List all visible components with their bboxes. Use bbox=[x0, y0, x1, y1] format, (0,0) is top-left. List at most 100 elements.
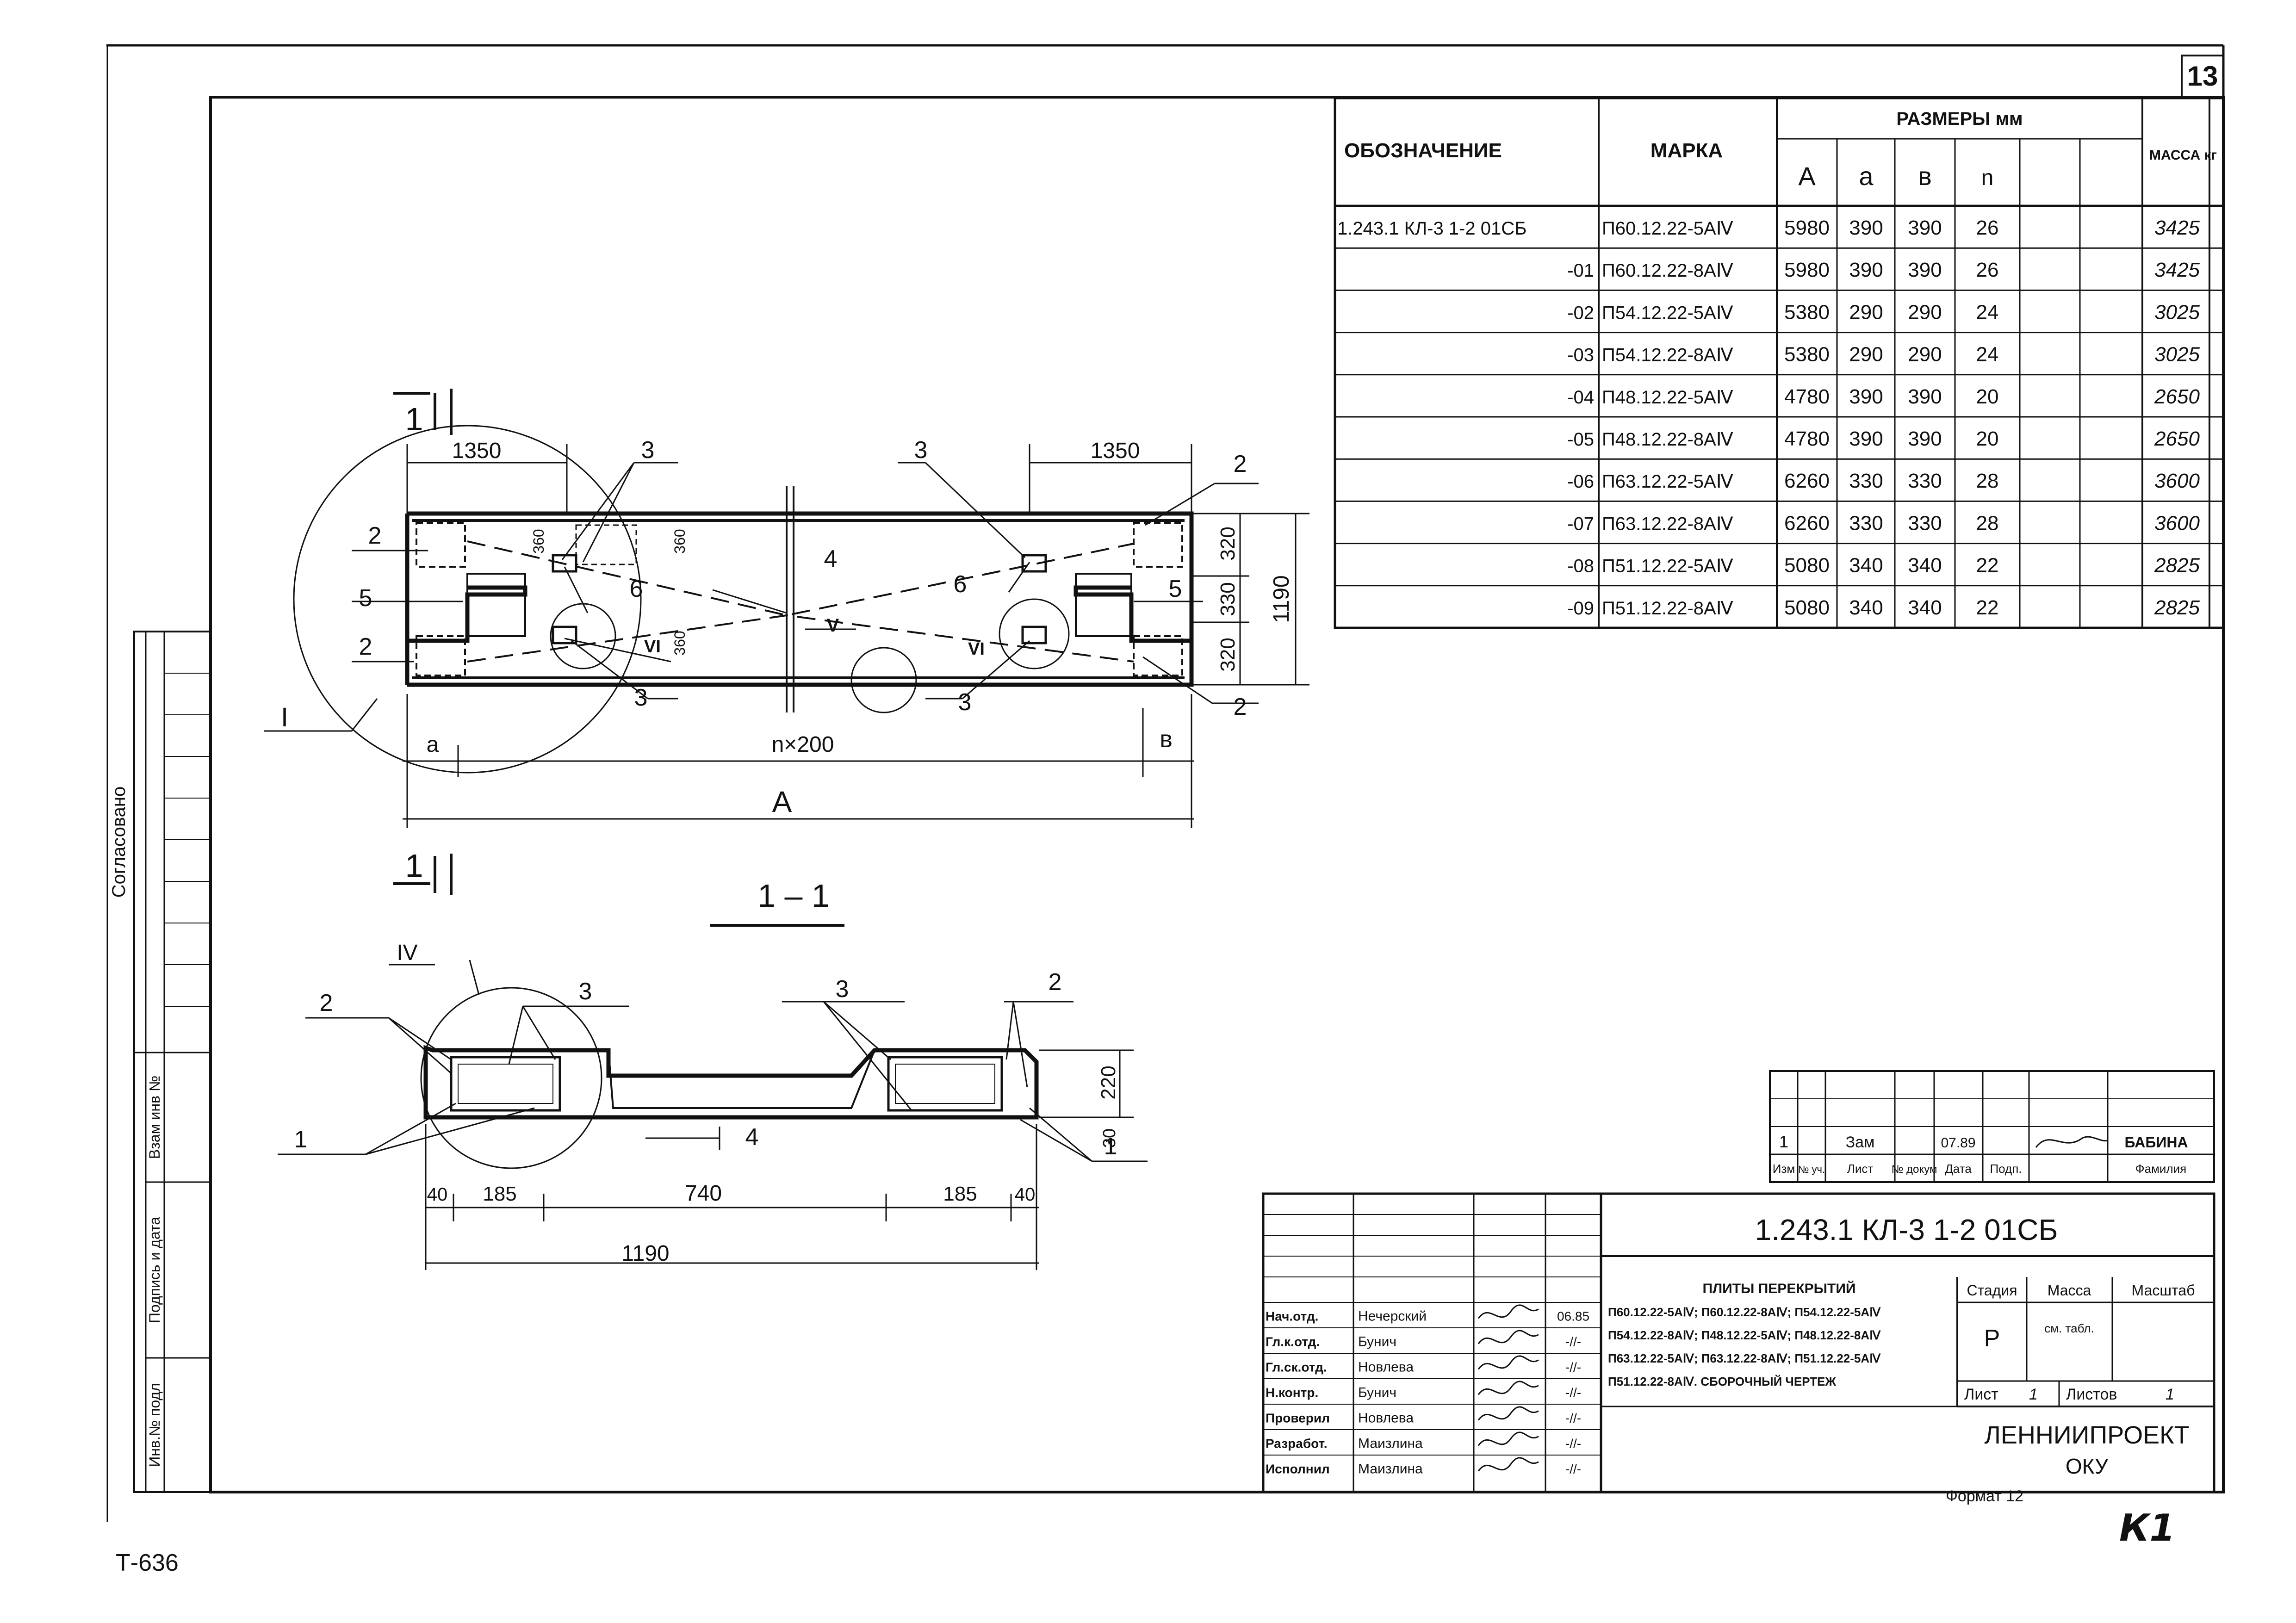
dim-30: 30 bbox=[1100, 1128, 1119, 1148]
node-label-4: IV bbox=[397, 941, 417, 965]
table-cell-designation: -03 bbox=[1567, 345, 1594, 365]
table-cell-n: 24 bbox=[1976, 343, 1999, 366]
table-cell-n: 22 bbox=[1976, 596, 1999, 619]
callout-4-section: 4 bbox=[745, 1124, 759, 1151]
table-cell-b: 330 bbox=[1908, 470, 1942, 492]
person-role: Исполнил bbox=[1266, 1462, 1330, 1476]
revision-no: 1 bbox=[1779, 1132, 1788, 1151]
table-cell-mark: П48.12.22-5АⅣ bbox=[1602, 387, 1733, 408]
table-cell-b: 390 bbox=[1908, 385, 1942, 408]
callout-3-bottom-right: 3 bbox=[958, 689, 972, 716]
header-sizes: РАЗМЕРЫ мм bbox=[1896, 109, 2023, 129]
table-cell-a: 390 bbox=[1849, 259, 1883, 281]
callout-3-section-right: 3 bbox=[836, 976, 849, 1003]
dim-A: А bbox=[772, 785, 792, 818]
footer-left: Т-636 bbox=[116, 1549, 179, 1576]
dim-220: 220 bbox=[1097, 1065, 1120, 1099]
header-mark: МАРКА bbox=[1651, 139, 1723, 162]
table-cell-designation: -09 bbox=[1567, 598, 1594, 619]
sheet-value: 1 bbox=[2029, 1386, 2038, 1403]
section-title: 1 – 1 bbox=[757, 878, 830, 914]
table-cell-A: 5080 bbox=[1784, 596, 1830, 619]
person-date: 06.85 bbox=[1557, 1309, 1589, 1324]
person-role: Разработ. bbox=[1266, 1437, 1328, 1451]
table-cell-mark: П51.12.22-8АⅣ bbox=[1602, 598, 1733, 619]
person-name: Маизлина bbox=[1358, 1436, 1423, 1451]
agreed-label: Согласовано bbox=[109, 787, 129, 898]
callout-4-plan: 4 bbox=[824, 545, 838, 572]
person-date: -//- bbox=[1565, 1360, 1581, 1375]
signature-mark bbox=[1477, 1330, 1539, 1344]
header-A: А bbox=[1798, 161, 1816, 191]
table-cell-mass: 2650 bbox=[2154, 427, 2200, 450]
person-role: Гл.ск.отд. bbox=[1266, 1360, 1327, 1375]
table-cell-designation: -01 bbox=[1567, 260, 1594, 281]
scale-label: Масштаб bbox=[2132, 1282, 2195, 1299]
header-a: а bbox=[1859, 161, 1874, 191]
table-cell-designation: -05 bbox=[1567, 429, 1594, 450]
callout-5-left: 5 bbox=[359, 585, 372, 612]
node-label-1: I bbox=[281, 702, 288, 732]
dim-320-top: 320 bbox=[1216, 527, 1239, 560]
table-cell-b: 390 bbox=[1908, 259, 1942, 281]
table-cell-A: 5980 bbox=[1784, 217, 1830, 239]
sheets-value: 1 bbox=[2166, 1386, 2174, 1403]
table-cell-A: 5080 bbox=[1784, 554, 1830, 577]
dim-185-left: 185 bbox=[483, 1183, 516, 1205]
dim-330: 330 bbox=[1216, 582, 1239, 616]
table-cell-mass: 3600 bbox=[2154, 512, 2200, 534]
revision-name: БАБИНА bbox=[2124, 1134, 2188, 1151]
rev-hdr-sheet: Лист bbox=[1847, 1162, 1874, 1176]
stamp-original-inv: Инв.№ подл bbox=[146, 1383, 163, 1467]
callout-3-left: 3 bbox=[641, 437, 655, 464]
callout-5-right: 5 bbox=[1169, 576, 1182, 602]
dim-1350-left: 1350 bbox=[452, 439, 502, 463]
table-cell-designation: 1.243.1 КЛ-3 1-2 01СБ bbox=[1337, 218, 1527, 239]
table-cell-a: 290 bbox=[1849, 343, 1883, 366]
table-cell-b: 390 bbox=[1908, 427, 1942, 450]
table-cell-a: 390 bbox=[1849, 427, 1883, 450]
table-cell-b: 330 bbox=[1908, 512, 1942, 534]
plan-view: 3 3 2 2 5 5 6 6 4 3 3 2 2 I V VI VI 1 13… bbox=[264, 389, 1309, 828]
table-cell-a: 340 bbox=[1849, 554, 1883, 577]
dim-1190-plan: 1190 bbox=[1269, 575, 1294, 623]
person-name: Маизлина bbox=[1358, 1462, 1423, 1477]
callout-1-section-right: 1 bbox=[1104, 1133, 1117, 1160]
callout-6-left: 6 bbox=[630, 576, 643, 602]
table-cell-mass: 2650 bbox=[2154, 385, 2200, 408]
table-cell-a: 340 bbox=[1849, 596, 1883, 619]
org-name: ЛЕННИИПРОЕКТ bbox=[1984, 1421, 2189, 1449]
section-view: 1 1 – 1 2 3 3 2 1 4 1 IV 40 185 740 185 … bbox=[278, 848, 1148, 1270]
dim-360-left: 360 bbox=[530, 529, 547, 553]
dim-1350-right: 1350 bbox=[1091, 439, 1140, 463]
dim-1190-section: 1190 bbox=[621, 1241, 669, 1266]
callout-2-section-left: 2 bbox=[320, 990, 333, 1016]
stamp-signature-date: Подпись и дата bbox=[146, 1217, 163, 1323]
mass-label: Масса bbox=[2048, 1282, 2091, 1299]
revision-type: Зам bbox=[1846, 1134, 1875, 1151]
node-label-5: V bbox=[827, 615, 839, 636]
title-code: 1.243.1 КЛ-3 1-2 01СБ bbox=[1755, 1213, 2058, 1246]
table-cell-mass: 3025 bbox=[2154, 301, 2200, 323]
table-cell-designation: -04 bbox=[1567, 387, 1594, 408]
callout-3-section-left: 3 bbox=[579, 978, 592, 1005]
table-cell-mark: П60.12.22-8АⅣ bbox=[1602, 260, 1733, 281]
dim-a: а bbox=[427, 732, 439, 757]
person-date: -//- bbox=[1565, 1462, 1581, 1476]
table-cell-A: 5380 bbox=[1784, 343, 1830, 366]
table-cell-mass: 3600 bbox=[2154, 470, 2200, 492]
sheets-label: Листов bbox=[2066, 1386, 2117, 1403]
table-cell-n: 28 bbox=[1976, 512, 1999, 534]
signature-mark bbox=[1477, 1431, 1539, 1446]
callout-2-bottom-right: 2 bbox=[1234, 694, 1247, 720]
person-date: -//- bbox=[1565, 1386, 1581, 1400]
person-name: Нечерский bbox=[1358, 1309, 1427, 1324]
table-cell-b: 390 bbox=[1908, 217, 1942, 239]
table-cell-b: 340 bbox=[1908, 596, 1942, 619]
table-cell-n: 28 bbox=[1976, 470, 1999, 492]
table-cell-a: 390 bbox=[1849, 217, 1883, 239]
callout-2-top-left: 2 bbox=[368, 522, 382, 549]
